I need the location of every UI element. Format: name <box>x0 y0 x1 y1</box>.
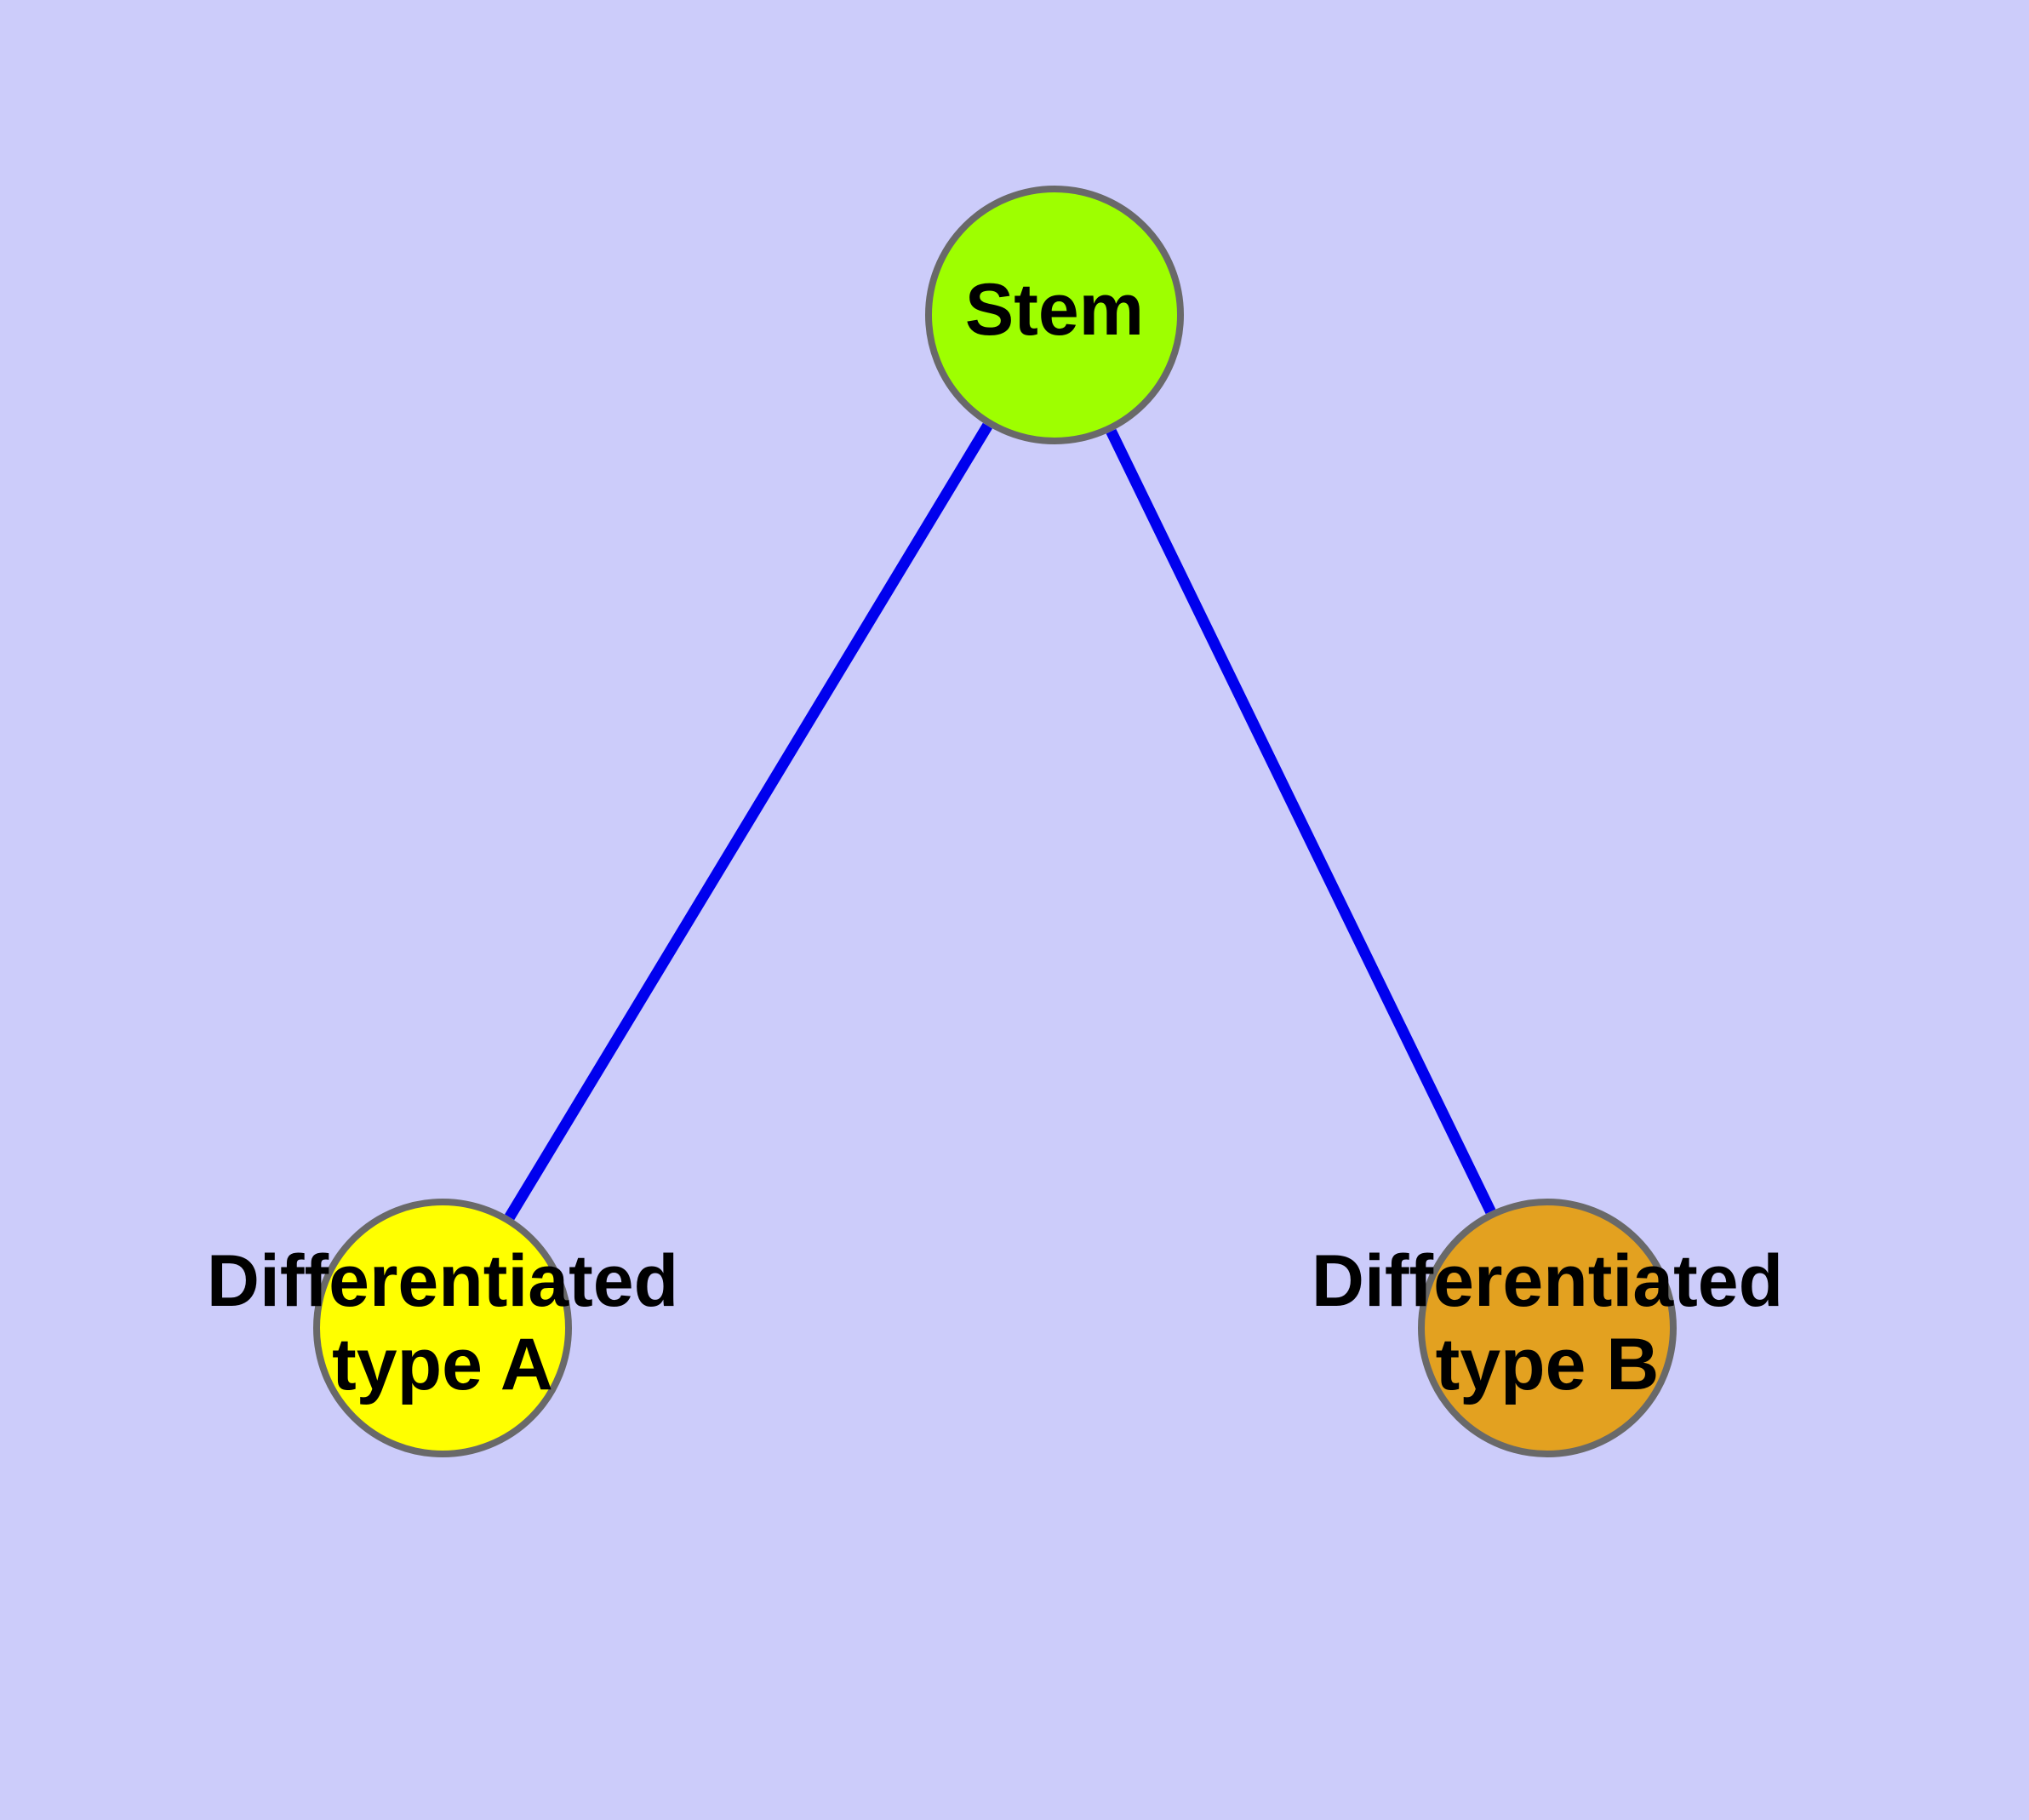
node-label-line: Differentiated <box>207 1240 678 1322</box>
edge-stem-diff-b[interactable] <box>1106 428 1496 1215</box>
node-circle-diff_b[interactable] <box>1418 1199 1677 1457</box>
node-stem[interactable] <box>925 186 1184 444</box>
node-diff_b[interactable] <box>1418 1199 1677 1457</box>
node-label-line: type B <box>1436 1324 1660 1405</box>
node-diff_a[interactable] <box>313 1199 572 1457</box>
node-circle-stem[interactable] <box>925 186 1184 444</box>
node-label-line: Stem <box>965 269 1144 351</box>
node-layer <box>313 186 1677 1457</box>
node-label-stem: Stem <box>965 269 1144 351</box>
edge-layer <box>505 422 1496 1221</box>
node-circle-diff_a[interactable] <box>313 1199 572 1457</box>
edge-stem-diff-a[interactable] <box>505 422 992 1221</box>
node-label-line: Differentiated <box>1312 1240 1783 1322</box>
node-label-line: type A <box>332 1324 553 1405</box>
